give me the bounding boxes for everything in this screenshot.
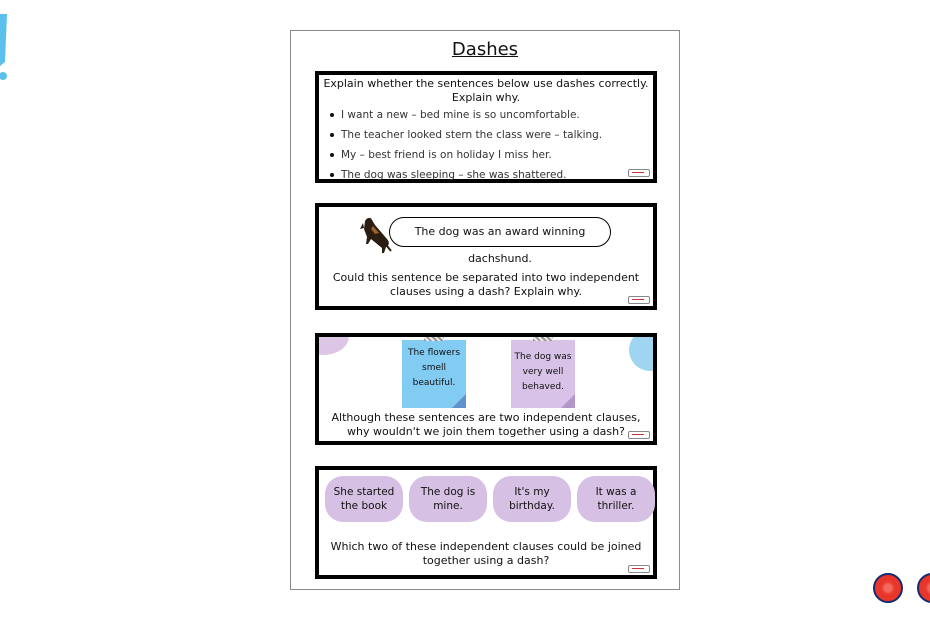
clause-pill: It was a thriller. <box>577 476 655 522</box>
tape-strip <box>424 337 444 341</box>
worksheet-page: Dashes Explain whether the sentences bel… <box>290 30 680 590</box>
dachshund-card: The dog was an award winning dachshund. … <box>315 203 657 310</box>
note-fold <box>561 394 575 408</box>
list-item: The dog was sleeping – she was shattered… <box>329 165 647 185</box>
clause-pill: The dog is mine. <box>409 476 487 522</box>
edge-accent-shape <box>0 14 7 80</box>
red-ball-icon[interactable] <box>917 573 930 603</box>
worksheet-title: Dashes <box>451 39 519 60</box>
dachshund-icon <box>360 217 392 253</box>
card1-question: Explain whether the sentences below use … <box>323 77 649 104</box>
note-fold <box>452 394 466 408</box>
tape-strip <box>533 337 553 341</box>
card3-question: Although these sentences are two indepen… <box>331 411 641 438</box>
clause-pill: She started the book <box>325 476 403 522</box>
clause-pill-row: She started the book The dog is mine. It… <box>325 476 655 522</box>
decorative-blob <box>629 337 653 371</box>
decorative-blob <box>319 337 349 355</box>
list-item: I want a new – bed mine is so uncomforta… <box>329 105 647 125</box>
publisher-logo <box>628 431 650 439</box>
list-item: The teacher looked stern the class were … <box>329 125 647 145</box>
publisher-logo <box>628 169 650 177</box>
clause-pills-card: She started the book The dog is mine. It… <box>315 466 657 579</box>
clause-pill: It's my birthday. <box>493 476 571 522</box>
note-text: The dog was very well behaved. <box>514 352 572 392</box>
list-item: My – best friend is on holiday I miss he… <box>329 145 647 165</box>
card2-question: Could this sentence be separated into tw… <box>332 271 640 298</box>
publisher-logo <box>628 565 650 573</box>
publisher-logo <box>628 296 650 304</box>
card4-question: Which two of these independent clauses c… <box>330 540 642 567</box>
sticky-notes-card: The flowers smell beautiful. The dog was… <box>315 333 657 445</box>
sticky-note-purple: The dog was very well behaved. <box>511 337 575 408</box>
note-text: The flowers smell beautiful. <box>407 348 461 388</box>
dash-correctness-card: Explain whether the sentences below use … <box>315 71 657 183</box>
red-ball-icon[interactable] <box>873 573 903 603</box>
sticky-note-blue: The flowers smell beautiful. <box>402 337 466 408</box>
speech-bubble: The dog was an award winning dachshund. <box>389 217 611 265</box>
sentence-list: I want a new – bed mine is so uncomforta… <box>329 105 647 185</box>
